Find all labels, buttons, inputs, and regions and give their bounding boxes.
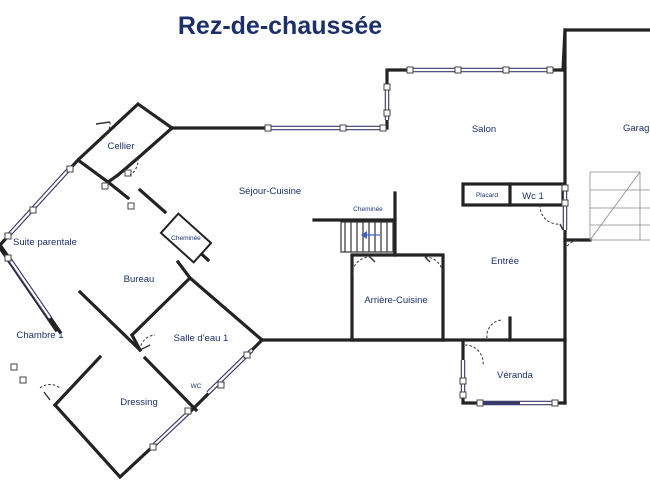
staircase	[340, 221, 394, 253]
label-salle-deau-1: Salle d'eau 1	[174, 333, 229, 344]
label-cheminee: Cheminée	[353, 206, 383, 213]
doors	[39, 121, 582, 401]
plan-title: Rez-de-chaussée	[178, 12, 382, 40]
label-suite-parentale: Suite parentale	[13, 237, 77, 248]
room-labels: Salon Garag Cellier Séjour-Cuisine Chemi…	[13, 123, 649, 408]
label-entree: Entrée	[491, 256, 519, 267]
arrow-left-icon	[361, 231, 367, 239]
label-dressing: Dressing	[120, 397, 158, 408]
label-salon: Salon	[472, 124, 496, 135]
label-cheminee-box: Cheminée	[171, 235, 201, 242]
walls	[0, 28, 650, 480]
label-bureau: Bureau	[124, 274, 155, 285]
label-sejour-cuisine: Séjour-Cuisine	[239, 186, 301, 197]
label-cellier: Cellier	[108, 141, 135, 152]
label-wc: WC	[191, 383, 202, 390]
windows	[4, 66, 569, 451]
garage-ramp	[589, 171, 650, 241]
label-arriere-cuisine: Arrière-Cuisine	[364, 295, 427, 306]
label-veranda: Véranda	[497, 370, 534, 381]
label-wc1: Wc 1	[522, 191, 544, 202]
label-placard: Placard	[476, 192, 498, 199]
label-chambre-1: Chambre 1	[17, 330, 64, 341]
label-garage: Garag	[623, 123, 649, 134]
fireplace-box	[159, 212, 213, 264]
